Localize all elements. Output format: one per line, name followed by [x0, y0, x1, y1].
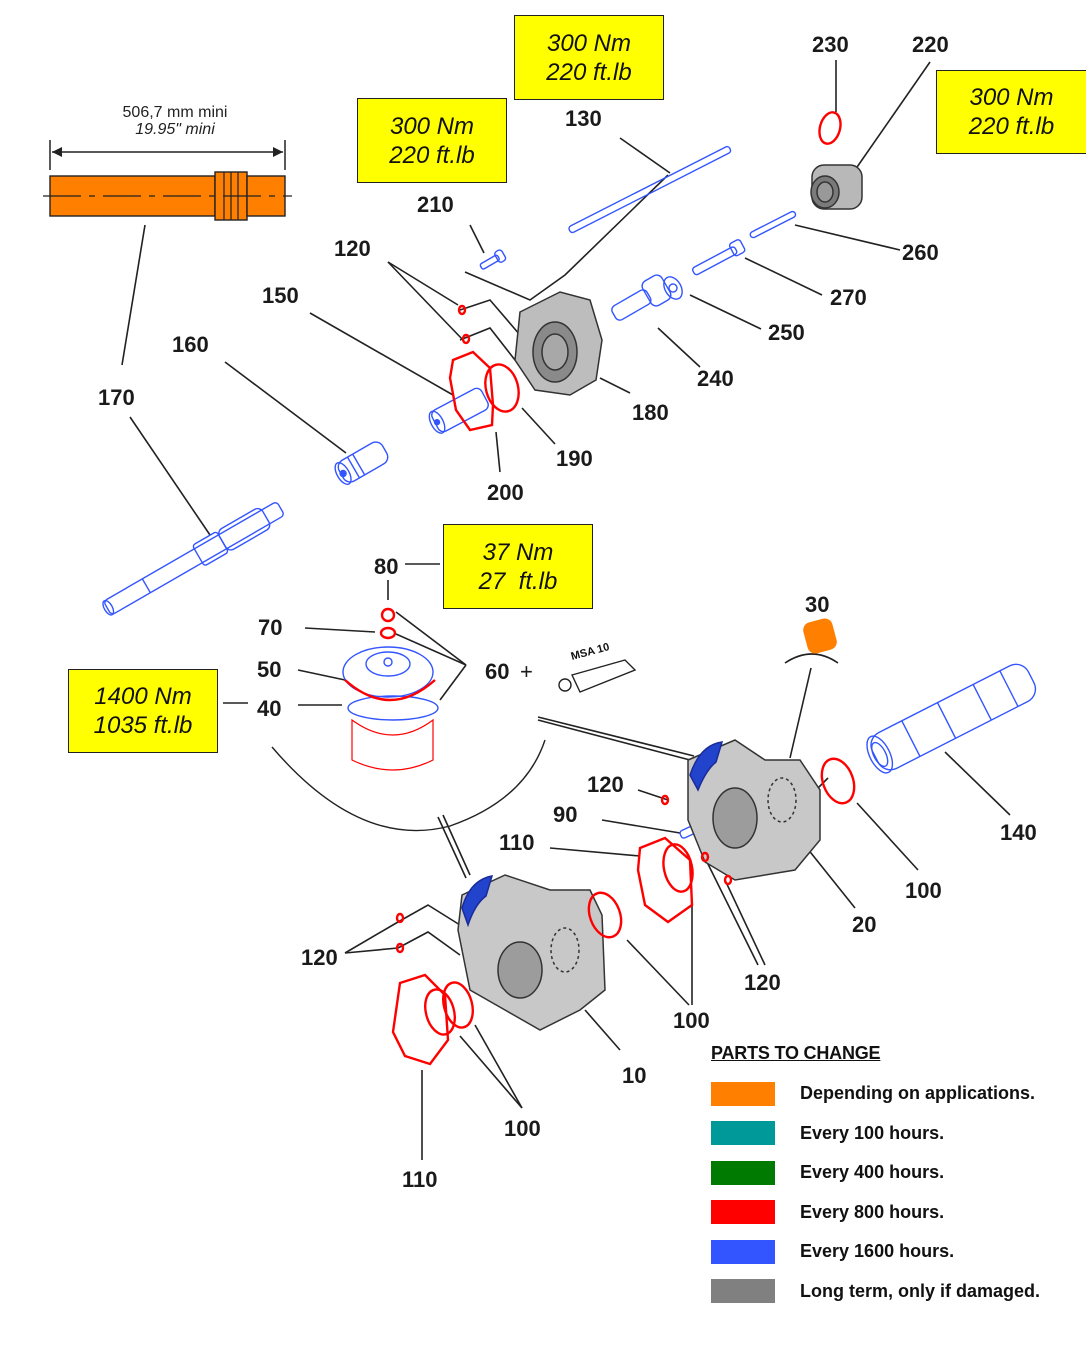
gray-parts [457, 164, 863, 1031]
callout-90: 90 [553, 802, 577, 827]
callout-200: 200 [487, 480, 524, 505]
legend-swatch-teal [711, 1121, 775, 1146]
callout-130: 130 [565, 106, 602, 131]
legend-swatch-red [711, 1200, 775, 1225]
callout-80: 80 [374, 554, 398, 579]
part-160-coupling [334, 441, 389, 486]
part-30-filter-orange [803, 618, 837, 654]
dimension-metric: 506,7 mm mini [122, 104, 228, 121]
callout-120-mid: 120 [587, 772, 624, 797]
torque-ftlb: 220 ft.lb [546, 58, 632, 86]
part-130-tie-rod [568, 145, 732, 234]
part-250-nut [663, 276, 683, 300]
callout-100-bottom: 100 [504, 1116, 541, 1141]
part-220-plug [810, 164, 863, 210]
callout-160: 160 [172, 332, 209, 357]
legend-swatch-green [711, 1160, 775, 1185]
callout-120-top: 120 [334, 236, 371, 261]
legend-swatch-orange [711, 1081, 775, 1106]
legend-label: Depending on applications. [800, 1083, 1036, 1104]
callout-100-right: 100 [905, 878, 942, 903]
callout-60: 60 [485, 659, 509, 684]
callout-60-plus: + [520, 659, 533, 684]
torque-nm: 300 Nm [546, 29, 632, 57]
callout-220: 220 [912, 32, 949, 57]
red-seals [344, 111, 856, 1066]
callout-120-left: 120 [301, 945, 338, 970]
legend-label: Every 800 hours. [800, 1201, 945, 1222]
blue-parts [102, 145, 1037, 839]
legend-item: Every 800 hours. [711, 1193, 1086, 1233]
legend-item: Every 400 hours. [711, 1153, 1086, 1193]
dimension-label: 506,7 mm mini 19.95" mini [80, 104, 270, 138]
callout-110-mid: 110 [499, 830, 535, 855]
callout-20: 20 [852, 912, 876, 937]
callout-10: 10 [622, 1063, 646, 1088]
part-260-rod [749, 210, 797, 239]
torque-nm: 300 Nm [969, 84, 1054, 111]
legend-item: Long term, only if damaged. [711, 1272, 1086, 1312]
legend-swatch-gray [711, 1279, 775, 1304]
torque-box-130: 300 Nm 220 ft.lb [514, 15, 664, 100]
callout-260: 260 [902, 240, 939, 265]
grease-tube-label: MSA 10 [570, 641, 611, 663]
callout-110-bottom: 110 [402, 1167, 438, 1192]
torque-nm: 300 Nm [389, 112, 475, 140]
legend-item: Every 1600 hours. [711, 1232, 1086, 1272]
callout-100-mid: 100 [673, 1008, 710, 1033]
torque-ftlb: 220 ft.lb [968, 113, 1055, 140]
legend-label: Long term, only if damaged. [800, 1280, 1041, 1301]
callout-240: 240 [697, 366, 734, 391]
dimension-imperial: 19.95" mini [135, 121, 215, 138]
torque-box-80: 37 Nm 27 ft.lb [443, 524, 593, 609]
torque-nm: 1400 Nm [94, 683, 192, 710]
callout-170: 170 [98, 385, 135, 410]
legend-label: Every 1600 hours. [800, 1241, 955, 1262]
shaft-template-orange [43, 140, 292, 221]
torque-nm: 37 Nm [482, 538, 554, 566]
part-270-valve [691, 239, 746, 276]
callout-140: 140 [1000, 820, 1037, 845]
part-10-housing [457, 874, 606, 1031]
callout-180: 180 [632, 400, 669, 425]
callout-30: 30 [805, 592, 829, 617]
callout-labels: 230 220 130 210 120 150 160 170 260 270 … [98, 32, 1037, 1192]
torque-ftlb: 27 ft.lb [478, 567, 558, 595]
leader-lines [121, 60, 1011, 1160]
callout-250: 250 [768, 320, 805, 345]
legend-label: Every 400 hours. [800, 1162, 945, 1183]
legend-swatch-blue [711, 1239, 775, 1264]
callout-270: 270 [830, 285, 867, 310]
torque-box-220: 300 Nm 220 ft.lb [936, 70, 1086, 154]
parts-legend: PARTS TO CHANGE Depending on application… [711, 1043, 1086, 1311]
legend-title: PARTS TO CHANGE [711, 1043, 881, 1063]
part-20-housing [687, 739, 821, 881]
part-170-shaft [102, 502, 284, 616]
callout-40: 40 [257, 696, 281, 721]
callout-150: 150 [262, 283, 299, 308]
part-210-screw [479, 249, 507, 270]
torque-ftlb: 220 ft.lb [389, 141, 475, 169]
part-50-nut [342, 646, 439, 721]
legend-label: Every 100 hours. [800, 1122, 945, 1143]
legend-item: Every 100 hours. [711, 1114, 1086, 1154]
grease-tube-icon: MSA 10 [558, 641, 637, 693]
torque-box-40: 1400 Nm 1035 ft.lb [68, 669, 218, 753]
torque-box-180: 300 Nm 220 ft.lb [357, 98, 507, 183]
callout-70: 70 [258, 615, 282, 640]
callout-190: 190 [556, 446, 593, 471]
legend-item: Depending on applications. [711, 1074, 1086, 1114]
part-180-head [514, 291, 603, 396]
part-140-sleeve [866, 663, 1037, 774]
torque-ftlb: 1035 ft.lb [93, 712, 193, 739]
part-240-stem [611, 274, 672, 321]
callout-230: 230 [812, 32, 849, 57]
callout-210: 210 [417, 192, 454, 217]
callout-120-right: 120 [744, 970, 781, 995]
callout-50: 50 [257, 657, 281, 682]
